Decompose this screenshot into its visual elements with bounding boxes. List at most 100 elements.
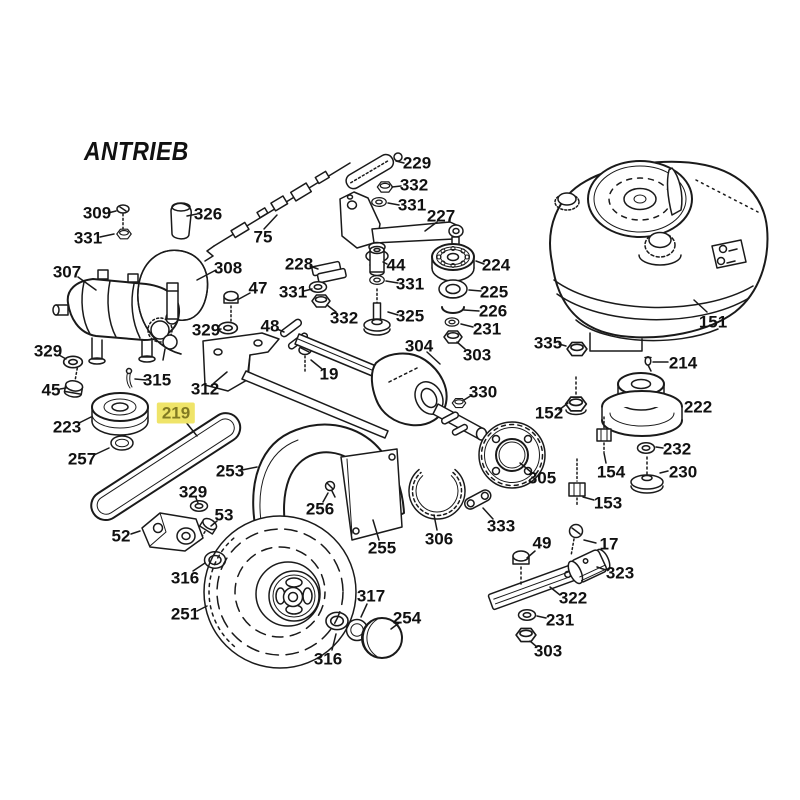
leader-line-308 bbox=[196, 269, 217, 281]
grip-knob-drawing bbox=[170, 202, 192, 240]
part-label-331-4[interactable]: 331 bbox=[395, 274, 425, 294]
part-label-231[interactable]: 231 bbox=[472, 319, 502, 339]
part-label-229[interactable]: 229 bbox=[402, 153, 432, 173]
part-label-17[interactable]: 17 bbox=[599, 534, 619, 554]
leader-line-329 bbox=[215, 328, 222, 331]
part-label-75[interactable]: 75 bbox=[253, 227, 273, 247]
part-label-304[interactable]: 304 bbox=[404, 336, 434, 356]
part-label-223[interactable]: 223 bbox=[52, 417, 82, 437]
leader-line-316 bbox=[331, 633, 337, 651]
leader-line-225 bbox=[468, 289, 482, 292]
leader-line-323 bbox=[596, 566, 607, 571]
leader-line-75 bbox=[263, 214, 278, 230]
part-label-325[interactable]: 325 bbox=[395, 306, 425, 326]
part-label-329[interactable]: 329 bbox=[191, 320, 221, 340]
part-label-306[interactable]: 306 bbox=[424, 529, 454, 549]
leader-line-17 bbox=[583, 539, 597, 544]
sprocket-305-drawing bbox=[478, 421, 546, 489]
part-label-214[interactable]: 214 bbox=[668, 353, 698, 373]
part-label-255[interactable]: 255 bbox=[367, 538, 397, 558]
leader-line-306 bbox=[433, 514, 438, 531]
stud-153-drawing bbox=[568, 458, 586, 507]
part-label-44[interactable]: 44 bbox=[386, 255, 406, 275]
leader-line-151 bbox=[693, 299, 708, 313]
leader-line-219 bbox=[184, 420, 198, 437]
part-label-330[interactable]: 330 bbox=[468, 382, 498, 402]
part-label-225[interactable]: 225 bbox=[479, 282, 509, 302]
leader-line-333 bbox=[482, 507, 494, 520]
part-label-332-2[interactable]: 332 bbox=[329, 308, 359, 328]
part-label-53[interactable]: 53 bbox=[214, 505, 234, 525]
pin-315-drawing bbox=[125, 367, 133, 389]
part-label-224[interactable]: 224 bbox=[481, 255, 511, 275]
cable-drawing bbox=[204, 162, 351, 262]
screw-309-drawing bbox=[116, 204, 130, 231]
part-label-331-3[interactable]: 331 bbox=[278, 282, 308, 302]
leader-line-331 bbox=[387, 202, 400, 206]
leader-line-254 bbox=[390, 622, 400, 630]
part-label-45[interactable]: 45 bbox=[41, 380, 61, 400]
part-label-151[interactable]: 151 bbox=[698, 312, 728, 332]
leader-line-331 bbox=[303, 288, 313, 292]
leader-line-303 bbox=[529, 640, 538, 648]
part-label-48[interactable]: 48 bbox=[260, 316, 280, 336]
part-label-231-2[interactable]: 231 bbox=[545, 610, 575, 630]
part-label-226[interactable]: 226 bbox=[478, 301, 508, 321]
part-label-19[interactable]: 19 bbox=[319, 364, 339, 384]
wheel-drawing bbox=[203, 515, 357, 669]
part-label-222[interactable]: 222 bbox=[683, 397, 713, 417]
part-label-256[interactable]: 256 bbox=[305, 499, 335, 519]
part-label-303[interactable]: 303 bbox=[462, 345, 492, 365]
part-label-253[interactable]: 253 bbox=[215, 461, 245, 481]
part-label-308[interactable]: 308 bbox=[213, 258, 243, 278]
part-label-331[interactable]: 331 bbox=[73, 228, 103, 248]
part-label-154[interactable]: 154 bbox=[596, 462, 626, 482]
part-label-47[interactable]: 47 bbox=[248, 278, 268, 298]
part-label-228[interactable]: 228 bbox=[284, 254, 314, 274]
part-label-312[interactable]: 312 bbox=[190, 379, 220, 399]
part-label-227[interactable]: 227 bbox=[426, 206, 456, 226]
part-label-230[interactable]: 230 bbox=[668, 462, 698, 482]
part-label-332[interactable]: 332 bbox=[399, 175, 429, 195]
part-label-219[interactable]: 219 bbox=[156, 402, 196, 424]
leader-line-304 bbox=[426, 351, 441, 365]
part-label-153[interactable]: 153 bbox=[593, 493, 623, 513]
part-label-257[interactable]: 257 bbox=[67, 449, 97, 469]
part-label-52[interactable]: 52 bbox=[111, 526, 131, 546]
leader-line-253 bbox=[241, 466, 258, 471]
part-label-303-2[interactable]: 303 bbox=[533, 641, 563, 661]
part-label-316-2[interactable]: 316 bbox=[313, 649, 343, 669]
part-label-335[interactable]: 335 bbox=[533, 333, 563, 353]
part-label-152[interactable]: 152 bbox=[534, 403, 564, 423]
part-label-329-2[interactable]: 329 bbox=[33, 341, 63, 361]
part-label-326[interactable]: 326 bbox=[193, 204, 223, 224]
leader-line-326 bbox=[186, 213, 198, 217]
leader-line-312 bbox=[213, 371, 228, 384]
part-label-331-2[interactable]: 331 bbox=[397, 195, 427, 215]
part-label-316[interactable]: 316 bbox=[170, 568, 200, 588]
leader-line-49 bbox=[526, 550, 536, 559]
part-label-254[interactable]: 254 bbox=[392, 608, 422, 628]
part-label-251[interactable]: 251 bbox=[170, 604, 200, 624]
part-label-323[interactable]: 323 bbox=[605, 563, 635, 583]
part-label-333[interactable]: 333 bbox=[486, 516, 516, 536]
part-label-307[interactable]: 307 bbox=[52, 262, 82, 282]
part-label-232[interactable]: 232 bbox=[662, 439, 692, 459]
leader-line-309 bbox=[107, 210, 117, 214]
leader-line-231 bbox=[460, 323, 474, 328]
part-label-329-3[interactable]: 329 bbox=[178, 482, 208, 502]
part-label-315[interactable]: 315 bbox=[142, 370, 172, 390]
part-label-49[interactable]: 49 bbox=[532, 533, 552, 553]
part-label-322[interactable]: 322 bbox=[558, 588, 588, 608]
leader-line-303 bbox=[456, 341, 466, 350]
part-label-305[interactable]: 305 bbox=[527, 468, 557, 488]
diagram-title: ANTRIEB bbox=[84, 136, 189, 166]
part-label-317[interactable]: 317 bbox=[356, 586, 386, 606]
leader-line-322 bbox=[549, 586, 561, 596]
leader-line-228 bbox=[309, 265, 319, 270]
part-label-309[interactable]: 309 bbox=[82, 203, 112, 223]
cable-clamp-drawing bbox=[311, 260, 347, 284]
plate-255-drawing bbox=[340, 448, 403, 541]
